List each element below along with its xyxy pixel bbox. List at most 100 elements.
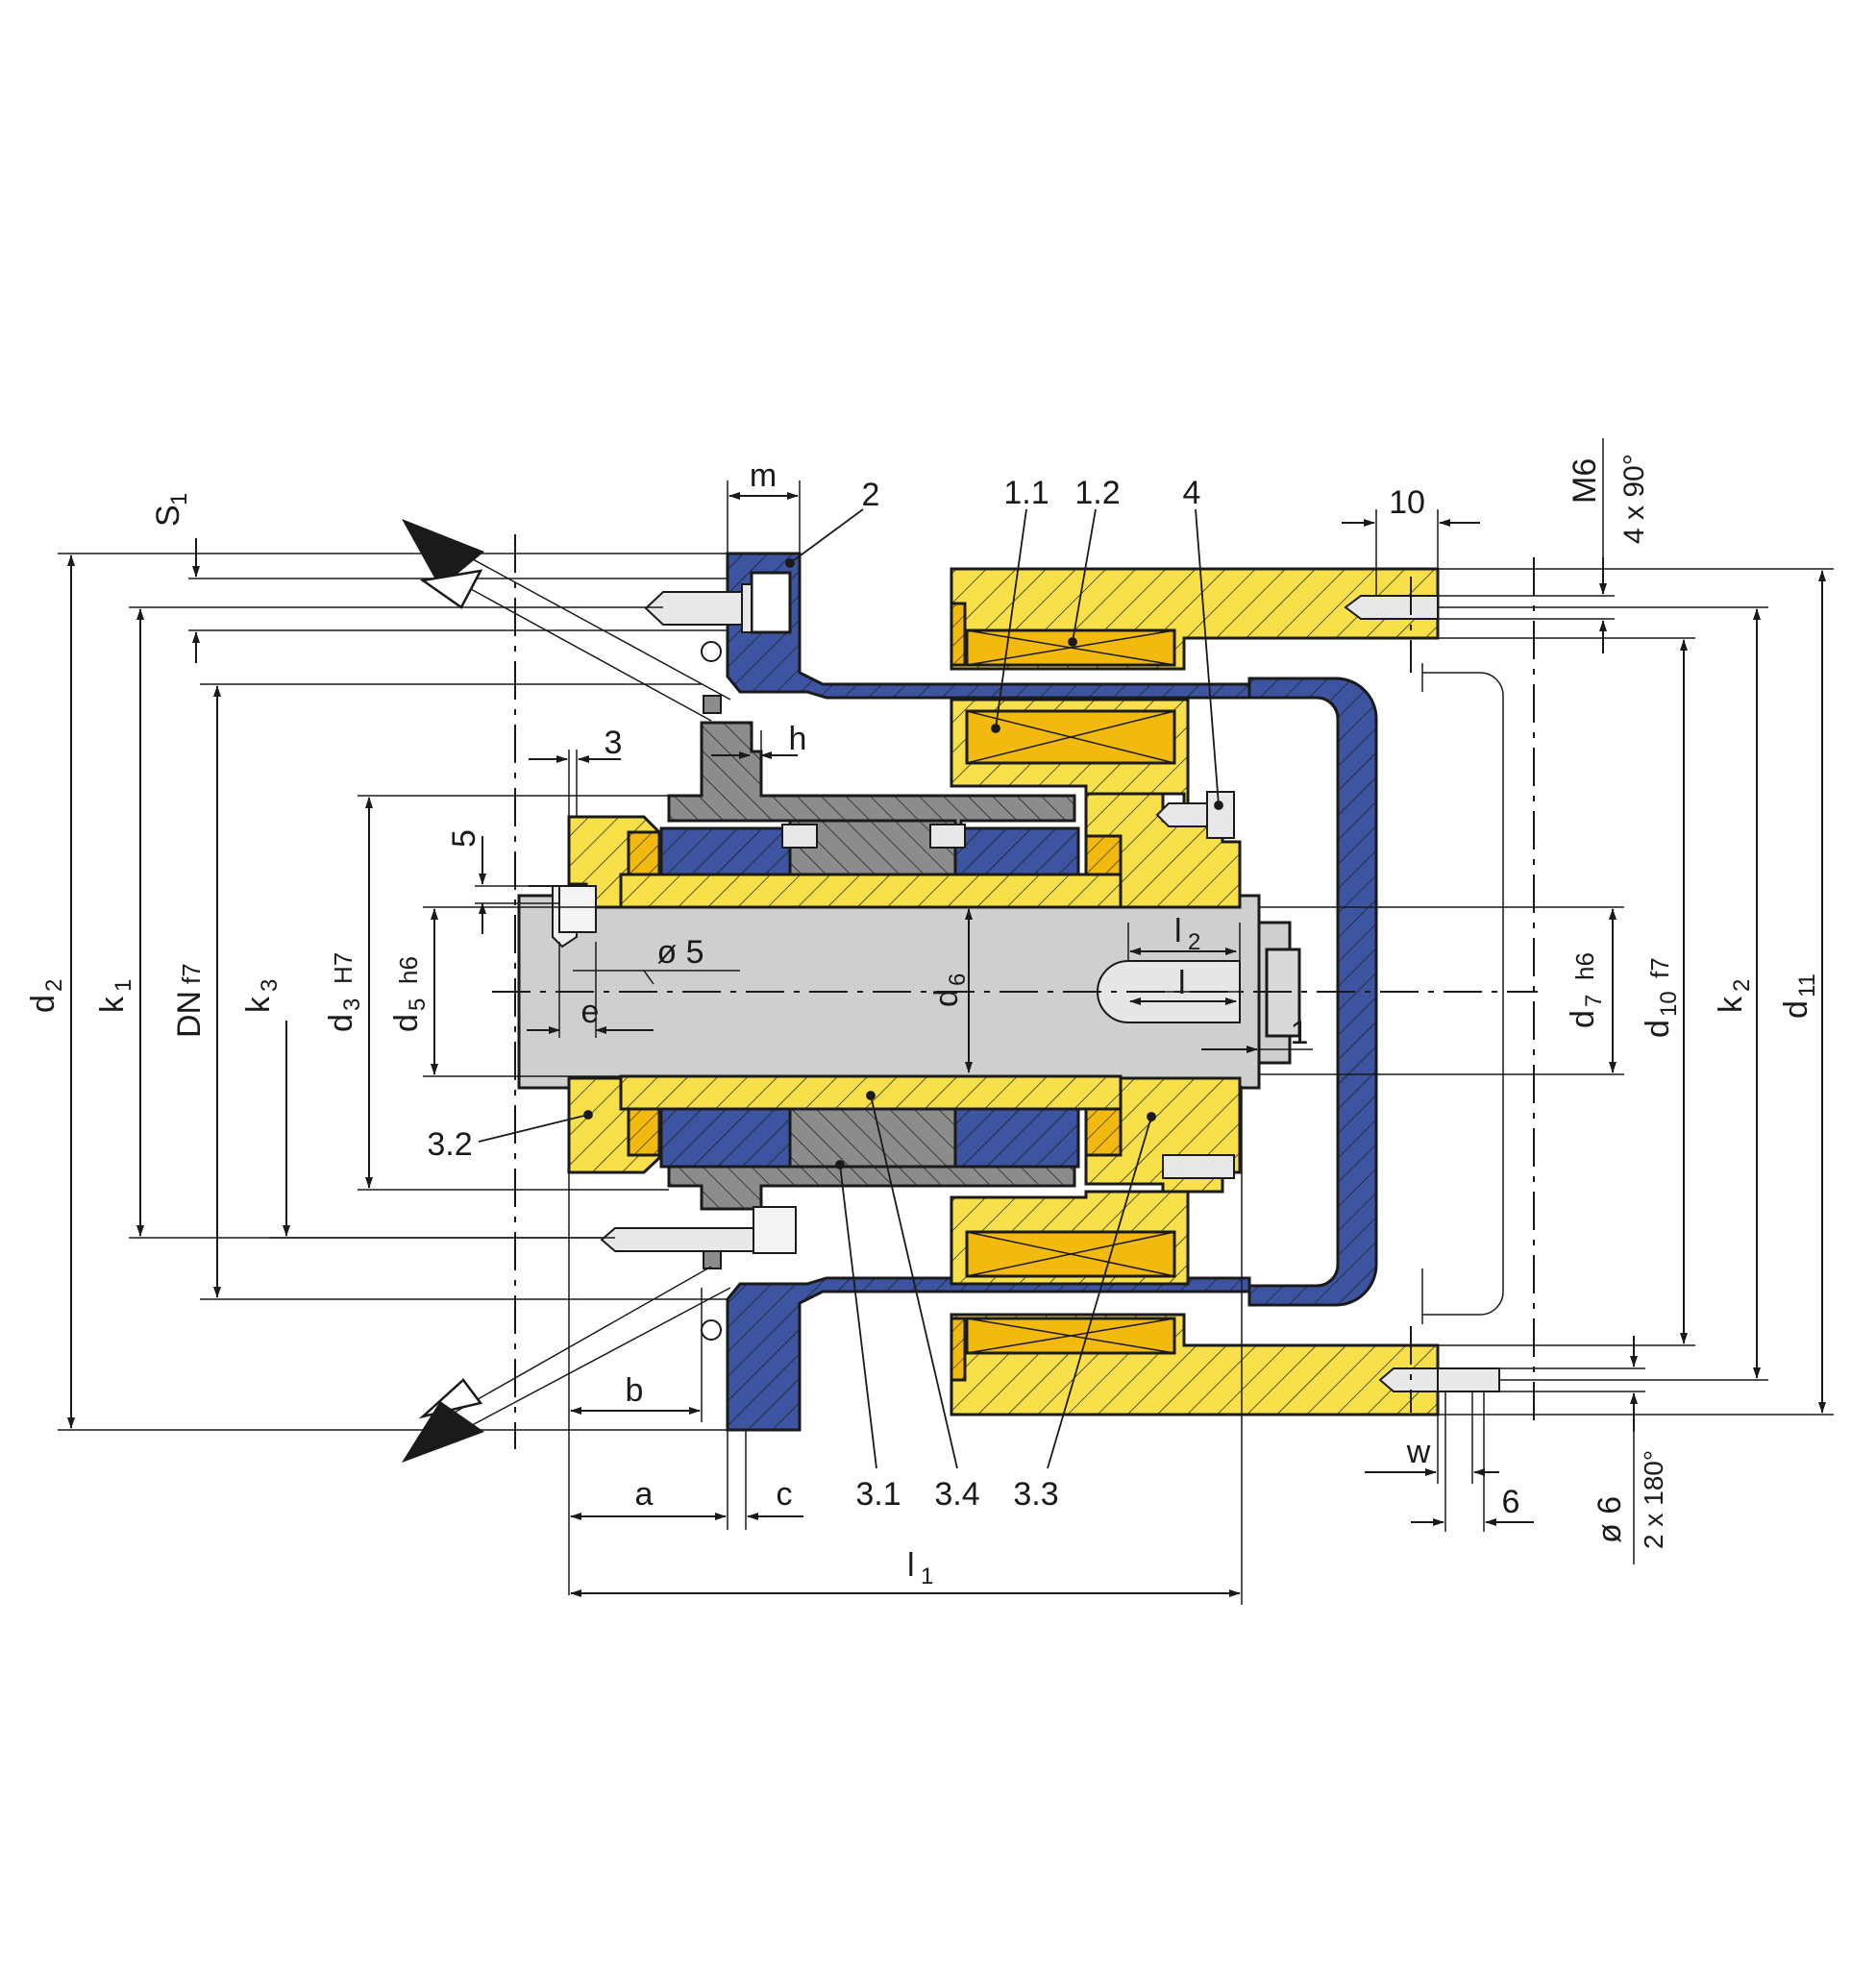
part-3-2-ring-up [627,830,661,876]
housing-upper-dark [950,602,967,667]
bearing-ring-upper-left [659,826,792,876]
screws [558,583,1500,1392]
svg-text:H7: H7 [329,952,358,984]
dimension-lines [58,438,1834,1605]
label-e: e [581,994,600,1030]
svg-text:h6: h6 [394,956,423,984]
label-w: w [1406,1434,1431,1470]
label-3: 3 [605,725,623,761]
cover-ring [1247,677,1378,1307]
label-dia6: ø 6 [1592,1496,1628,1543]
svg-text:DN: DN [171,991,208,1038]
arrow-icon-upper-a [402,519,484,588]
direction-arrows [402,519,731,1463]
label-6: 6 [1502,1484,1520,1520]
svg-text:2: 2 [41,979,67,992]
svg-text:k: k [1713,996,1749,1013]
svg-text:k: k [240,996,277,1013]
label-part-1-2: 1.2 [1074,475,1120,511]
labels: m 2 1.1 1.2 4 10 M6 4 x 90° S 1 3 h 5 d … [25,454,1820,1589]
svg-text:d: d [1778,1000,1814,1019]
svg-text:11: 11 [1794,973,1820,997]
label-s1: S 1 [150,493,192,527]
label-dia5: ø 5 [656,934,704,971]
part-3-3-ring-up [1084,834,1123,876]
svg-text:k: k [94,996,131,1013]
arrow-icon-lower-b [402,1401,484,1463]
svg-text:3: 3 [339,998,365,1011]
bearing-ring-lower-right [953,1107,1080,1169]
label-1: 1 [1291,1015,1309,1051]
svg-text:10: 10 [1656,991,1682,1017]
label-a: a [635,1476,654,1513]
svg-text:S: S [150,505,186,527]
label-k1: k 1 [94,979,136,1013]
svg-text:7: 7 [1581,995,1607,1007]
label-l2: l 2 [1174,913,1200,955]
label-dia6-count: 2 x 180° [1639,1450,1668,1549]
housing-lower-dark [950,1317,967,1382]
flange-2-upper-slot [750,571,792,634]
drawing-geometry [517,552,1500,1432]
retainer-lower [703,1250,722,1269]
svg-text:d: d [928,989,965,1007]
label-l: l [1178,965,1186,1001]
center-lines [492,534,1538,1449]
coil-cross-marks [966,629,1175,1354]
label-part-3-3: 3.3 [1013,1476,1058,1513]
retainer-upper [703,695,722,714]
label-h: h [789,721,807,757]
label-dn: DN f7 [171,963,208,1038]
svg-text:l: l [907,1547,915,1584]
svg-text:d: d [25,995,62,1013]
svg-text:5: 5 [405,998,431,1011]
label-d7: d 7 h6 [1565,952,1607,1028]
svg-text:d: d [323,1014,359,1032]
label-5: 5 [446,829,482,848]
label-d2: d 2 [25,979,67,1013]
label-k2: k 2 [1713,979,1755,1013]
svg-text:f7: f7 [177,963,206,984]
hub-3-1-upper [667,721,1076,830]
svg-text:1: 1 [166,493,192,505]
label-part-3-2: 3.2 [427,1126,472,1163]
svg-text:d: d [1565,1010,1601,1028]
svg-text:6: 6 [945,973,971,986]
bearing-ring-upper-right [953,826,1080,876]
label-k3: k 3 [240,979,283,1013]
label-b: b [626,1372,644,1409]
arrow-icon-upper-b [419,569,483,609]
svg-text:h6: h6 [1570,952,1599,980]
label-d3: d 3 H7 [323,952,365,1032]
svg-text:2: 2 [1729,979,1755,992]
svg-text:d: d [388,1014,425,1032]
svg-text:f7: f7 [1645,957,1674,978]
part-3-3-ring-low [1084,1107,1123,1157]
part-3-2-ring-low [627,1107,661,1157]
label-l1: l 1 [907,1547,933,1589]
label-m: m [750,457,777,494]
label-part-4: 4 [1183,475,1201,511]
label-part-2: 2 [862,477,880,513]
label-m6: M6 [1567,458,1603,504]
svg-text:l: l [1174,913,1182,949]
label-d11: d 11 [1778,973,1820,1019]
bearing-ring-lower-left [659,1107,792,1169]
sleeve-upper [619,873,1123,909]
label-part-3-1: 3.1 [855,1476,901,1513]
label-part-1-1: 1.1 [1003,475,1049,511]
label-d10: d 10 f7 [1640,957,1682,1038]
label-d6: d 6 [928,973,971,1007]
label-part-3-4: 3.4 [934,1476,979,1513]
svg-text:1: 1 [111,979,136,992]
svg-text:3: 3 [257,979,283,992]
callout-leaders [478,508,1223,1469]
label-m6-count: 4 x 90° [1618,454,1650,544]
label-d5: d 5 h6 [388,956,431,1032]
label-c: c [777,1476,793,1513]
svg-text:1: 1 [921,1564,933,1589]
svg-text:d: d [1640,1020,1676,1038]
label-10: 10 [1389,484,1425,521]
svg-text:2: 2 [1188,929,1200,955]
